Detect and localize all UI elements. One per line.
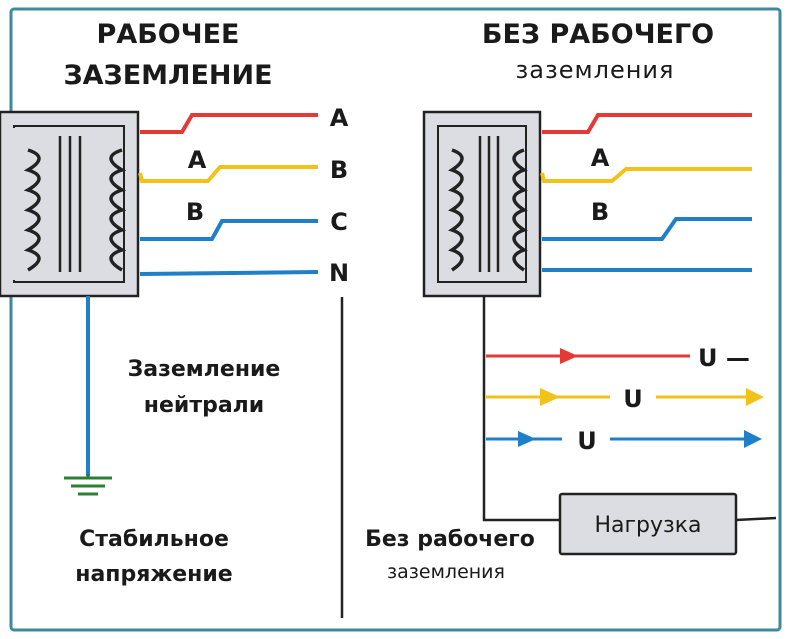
voltage-arrow-red — [486, 348, 690, 364]
right-caption-line2: заземления — [387, 561, 505, 583]
left-inline-label-a: A — [188, 146, 207, 174]
voltage-label-yellow: U — [623, 385, 643, 413]
right-title-line1: БЕЗ РАБОЧЕГО — [482, 19, 714, 50]
left-title-line1: РАБОЧЕЕ — [97, 19, 240, 50]
right-inline-label-b: B — [591, 198, 609, 226]
left-wire-c — [140, 219, 318, 241]
wire-label-b: B — [330, 156, 348, 184]
voltage-label-red: U — — [698, 344, 750, 372]
left-wire-b — [138, 165, 318, 183]
voltage-arrow-blue — [486, 430, 762, 448]
left-transformer — [0, 110, 140, 298]
right-wire-a — [542, 113, 752, 134]
left-inline-label-b: B — [186, 198, 204, 226]
load-label: Нагрузка — [594, 513, 701, 538]
right-inline-label-a: A — [591, 144, 610, 172]
voltage-label-blue: U — [577, 427, 597, 455]
left-title-line2: ЗАЗЕМЛЕНИЕ — [63, 60, 272, 91]
wire-label-n: N — [329, 259, 349, 287]
left-wire-a — [140, 113, 318, 134]
right-title-line2: заземления — [516, 56, 675, 84]
right-wire-b — [540, 167, 752, 183]
stable-voltage-caption-line2: напряжение — [75, 562, 232, 587]
right-caption-line1: Без рабочего — [365, 527, 535, 552]
right-transformer — [422, 110, 542, 298]
load-box — [558, 492, 738, 556]
right-wire-c — [542, 217, 752, 241]
stable-voltage-caption-line1: Стабильное — [79, 527, 229, 552]
voltage-arrow-yellow — [486, 388, 764, 406]
left-wire-n — [139, 270, 319, 276]
right-neutral-wire — [482, 296, 560, 522]
outer-frame — [9, 7, 782, 632]
neutral-grounding-caption-line2: нейтрали — [144, 393, 264, 418]
wire-label-a: A — [330, 104, 349, 132]
load-output-wire — [735, 516, 777, 522]
wire-label-c: C — [330, 208, 348, 236]
neutral-grounding-caption-line1: Заземление — [128, 357, 281, 382]
ground-icon — [64, 474, 112, 496]
